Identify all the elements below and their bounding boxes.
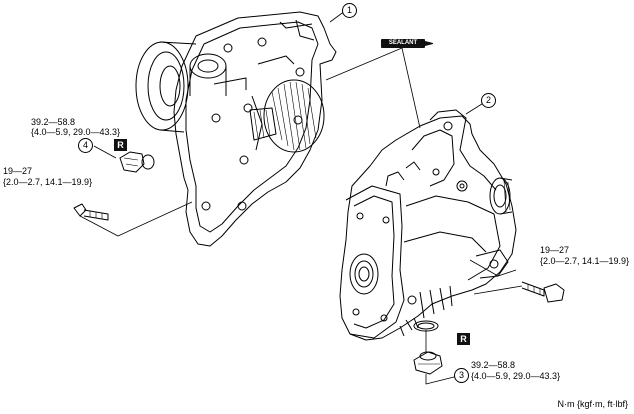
replace-badge-upper: R xyxy=(114,139,127,151)
transfer-case-half-lower xyxy=(339,109,517,341)
torque-bolt-left-imperial: {2.0—2.7, 14.1—19.9} xyxy=(3,177,93,187)
bolt-lower-right xyxy=(521,281,565,303)
callout-1: 1 xyxy=(342,3,357,18)
leader-lines xyxy=(79,10,523,385)
torque-plug-lower-nm: 39.2—58.8 xyxy=(471,360,516,370)
torque-bolt-left-nm: 19—27 xyxy=(3,166,33,176)
sealant-tube-label: SEALANT xyxy=(381,39,425,48)
torque-plug-upper-imperial: {4.0—5.9, 29.0—43.3} xyxy=(31,127,121,137)
bolt-upper-left xyxy=(73,203,109,221)
torque-plug-upper-nm: 39.2—58.8 xyxy=(31,117,76,127)
replace-badge-lower: R xyxy=(457,333,470,345)
torque-bolt-right-imperial: {2.0—2.7, 14.1—19.9} xyxy=(540,256,630,266)
callout-3: 3 xyxy=(454,368,469,383)
callout-4: 4 xyxy=(78,138,93,153)
sealant-tube-nozzle-icon xyxy=(425,41,433,46)
torque-bolt-right-nm: 19—27 xyxy=(540,245,570,255)
torque-plug-lower-imperial: {4.0—5.9, 29.0—43.3} xyxy=(471,371,561,381)
plug-lower xyxy=(413,351,443,375)
plug-upper xyxy=(119,151,155,173)
callout-2: 2 xyxy=(481,93,496,108)
units-legend: N·m {kgf·m, ft·lbf} xyxy=(557,399,628,409)
transfer-case-half-upper xyxy=(135,11,337,247)
